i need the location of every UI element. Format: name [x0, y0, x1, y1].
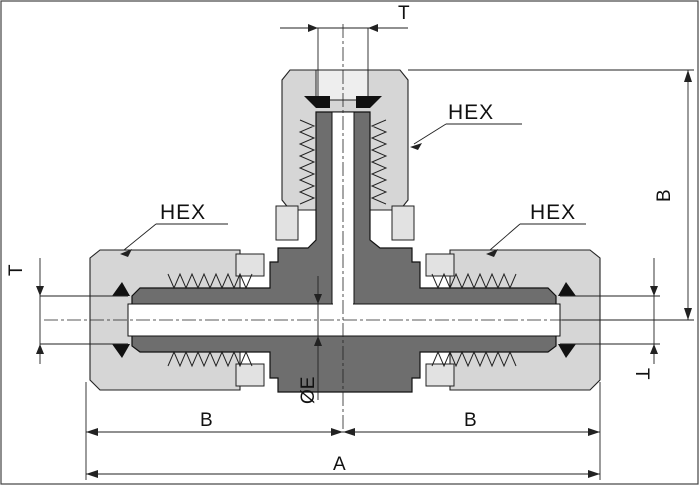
dim-horizontal — [85, 382, 601, 480]
right-threads — [431, 272, 517, 368]
t-label-top: T — [398, 3, 410, 24]
hex-label-right: HEX — [530, 201, 576, 224]
a-label: A — [333, 454, 346, 475]
ferrules — [112, 96, 576, 358]
dim-right-t — [650, 258, 658, 364]
t-label-left: T — [6, 264, 27, 276]
tubes — [40, 28, 660, 345]
t-label-right: T — [631, 368, 652, 380]
hex-label-top: HEX — [448, 101, 494, 124]
dim-left-t — [36, 258, 44, 364]
top-threads — [298, 119, 388, 205]
dim-diameter-e — [314, 276, 322, 400]
b-label-right: B — [464, 410, 477, 431]
b-label-left: B — [200, 410, 213, 431]
center-lines — [44, 24, 660, 432]
hex-label-left: HEX — [160, 201, 206, 224]
diameter-e-label: ØE — [298, 377, 319, 404]
left-threads — [167, 272, 253, 368]
b-label-vertical: B — [654, 189, 675, 202]
hex-leaders — [120, 123, 586, 257]
dim-vertical-b — [408, 69, 694, 321]
dim-top-t — [280, 24, 408, 32]
